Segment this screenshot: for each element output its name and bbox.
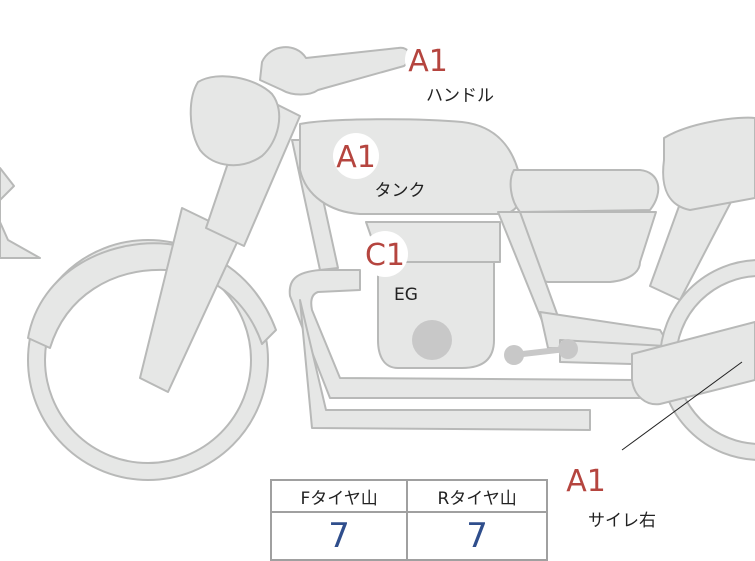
badge-label: タンク <box>375 181 426 201</box>
badge-grade: C1 <box>365 238 405 273</box>
rear-tire-header: Rタイヤ山 <box>406 479 548 513</box>
rear-cowl <box>662 116 755 211</box>
badge-label: サイレ右 <box>588 511 656 531</box>
badge-label: EG <box>394 285 418 305</box>
headlight <box>189 75 281 167</box>
exhaust-lower <box>299 299 591 431</box>
tire-table-value-row: 7 7 <box>269 511 548 561</box>
badge-engine: C1 EG <box>362 231 418 305</box>
front-tire-header: Fタイヤ山 <box>269 479 409 513</box>
rear-tire-value: 7 <box>406 511 548 561</box>
badge-grade: A1 <box>336 140 376 175</box>
badge-handle: A1 ハンドル <box>405 37 494 106</box>
footrest-knob-right <box>558 339 578 359</box>
badge-grade: A1 <box>408 44 448 79</box>
leader-line <box>621 361 743 451</box>
seat <box>509 169 660 213</box>
engine-crankcase <box>377 261 495 369</box>
tire-table-header-row: Fタイヤ山 Rタイヤ山 <box>269 479 548 513</box>
badge-label: ハンドル <box>426 86 494 106</box>
exhaust-upper <box>288 269 641 399</box>
badge-grade: A1 <box>566 464 606 499</box>
badge-tank: A1 タンク <box>333 133 426 201</box>
mirror-fragment <box>0 167 41 259</box>
handlebar <box>259 46 411 96</box>
muffler <box>631 321 755 406</box>
front-tire-value: 7 <box>269 511 409 561</box>
footrest-knob-left <box>504 345 524 365</box>
engine-cover-circle <box>412 320 452 360</box>
tire-tread-table: Fタイヤ山 Rタイヤ山 7 7 <box>269 479 548 561</box>
badge-side-cover-right: A1 サイレ右 <box>563 457 656 531</box>
